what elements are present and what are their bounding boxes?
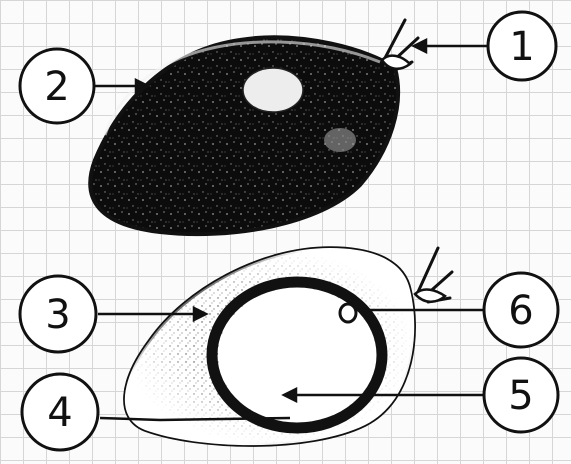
whole-avocado [90, 20, 418, 234]
callout-3: 3 [20, 276, 96, 352]
avocado-cross-section [125, 248, 452, 445]
callout-label-4: 4 [47, 390, 72, 436]
callout-label-5: 5 [508, 373, 533, 419]
callout-4: 4 [22, 374, 98, 450]
embryo [340, 304, 356, 322]
callout-label-1: 1 [509, 24, 534, 70]
callout-5: 5 [484, 358, 558, 432]
callout-6: 6 [484, 273, 558, 347]
stem-cap [415, 290, 445, 302]
highlight-lower [324, 128, 356, 152]
callout-1: 1 [488, 12, 556, 80]
highlight [243, 68, 303, 112]
callout-label-3: 3 [45, 292, 70, 338]
callout-label-6: 6 [508, 288, 533, 334]
callout-2: 2 [20, 49, 94, 123]
callout-label-2: 2 [44, 64, 69, 110]
